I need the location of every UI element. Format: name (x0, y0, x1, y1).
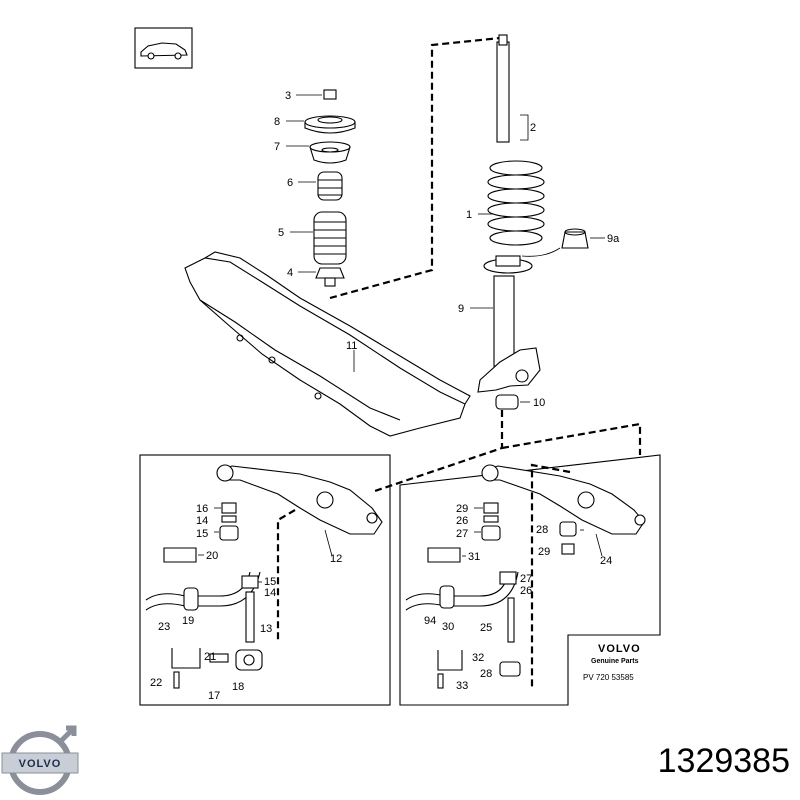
callout-4: 4 (287, 267, 293, 279)
callout-33: 33 (456, 680, 468, 692)
part-number: 1329385 (658, 742, 790, 780)
callout-23: 23 (158, 621, 170, 633)
callout-20: 20 (206, 550, 218, 562)
callout-31: 31 (468, 551, 480, 563)
callout-5: 5 (278, 227, 284, 239)
callout-28a: 28 (536, 524, 548, 536)
car-thumbnail-icon (134, 27, 193, 69)
callout-9a: 9a (607, 233, 620, 245)
callout-25: 25 (480, 622, 492, 634)
callout-16: 16 (196, 503, 208, 515)
callout-7: 7 (274, 141, 280, 153)
volvo-logo-icon: VOLVO (1, 725, 79, 795)
callout-94: 94 (424, 615, 436, 627)
callout-29b: 29 (538, 546, 550, 558)
callout-26b: 26 (520, 585, 532, 597)
callout-2: 2 (530, 122, 536, 134)
callout-26a: 26 (456, 515, 468, 527)
callout-27a: 27 (456, 528, 468, 540)
callout-14a: 14 (196, 515, 208, 527)
volvo-box-subtitle: Genuine Parts (591, 658, 639, 665)
callout-21: 21 (204, 651, 216, 663)
callout-9: 9 (458, 303, 464, 315)
left-control-arm-panel (139, 454, 391, 706)
crossmember (184, 251, 471, 437)
callout-19: 19 (182, 615, 194, 627)
callout-28b: 28 (480, 668, 492, 680)
callout-29a: 29 (456, 503, 468, 515)
right-control-arm-panel (399, 454, 661, 706)
assembly-dashed-link-right (501, 422, 642, 455)
callout-27b: 27 (520, 573, 532, 585)
strut-assembly (470, 34, 605, 410)
volvo-logo-text: VOLVO (19, 758, 62, 770)
callout-12: 12 (330, 553, 342, 565)
callout-22: 22 (150, 677, 162, 689)
assembly-dashed-link-upper (329, 36, 501, 300)
callout-10: 10 (533, 397, 545, 409)
callout-15a: 15 (196, 528, 208, 540)
callout-30: 30 (442, 621, 454, 633)
callout-11: 11 (346, 340, 357, 352)
callout-14b: 14 (264, 587, 276, 599)
callout-3: 3 (285, 90, 291, 102)
volvo-box-code: PV 720 53585 (583, 673, 634, 682)
callout-18: 18 (232, 681, 244, 693)
callout-labels: 3 8 7 6 5 4 2 1 9a 9 11 10 16 14 15 20 1… (150, 90, 620, 702)
callout-17: 17 (208, 690, 220, 702)
callout-6: 6 (287, 177, 293, 189)
callout-24: 24 (600, 555, 612, 567)
callout-8: 8 (274, 116, 280, 128)
volvo-box-title: VOLVO (598, 643, 641, 655)
callout-32: 32 (472, 652, 484, 664)
callout-13: 13 (260, 623, 272, 635)
strut-mount-parts (286, 89, 356, 287)
callout-15b: 15 (264, 576, 276, 588)
callout-1: 1 (466, 209, 472, 221)
